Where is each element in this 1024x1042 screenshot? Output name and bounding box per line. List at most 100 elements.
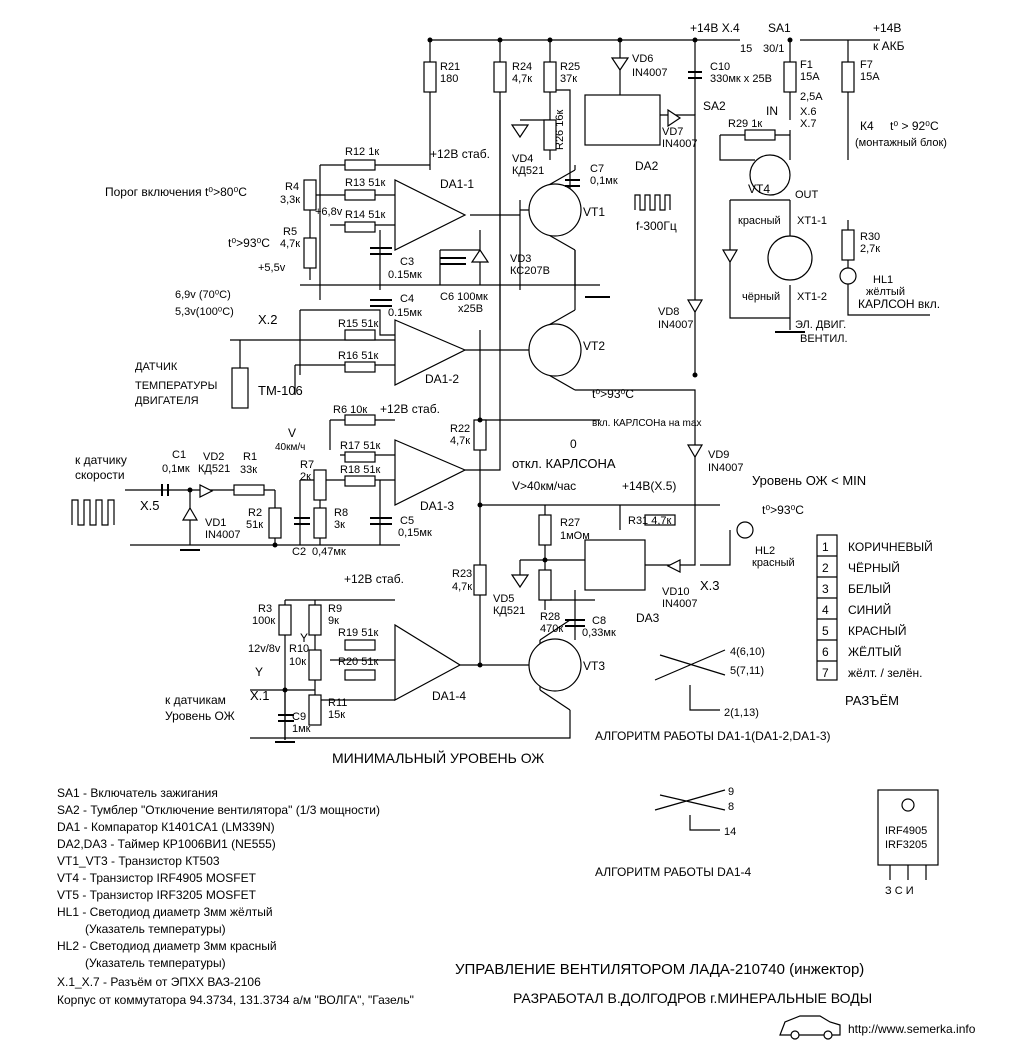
label-vd4-value: КД521 — [512, 165, 544, 177]
legend-line: DA1 - Компаратор К1401СА1 (LM339N) — [57, 820, 275, 834]
label-irf3205: IRF3205 — [885, 839, 927, 851]
label-r8: R8 — [334, 507, 348, 519]
label-c10-value: 330мк х 25В — [710, 73, 772, 85]
label-r18: R18 51к — [340, 464, 380, 476]
legend-line: (Указатель температуры) — [85, 922, 226, 936]
label-da1-1: DA1-1 — [440, 177, 474, 191]
label-r17: R17 51к — [340, 440, 380, 452]
connector-labels: 1 КОРИЧНЕВЫЙ 2 ЧЁРНЫЙ 3 БЕЛЫЙ 4 СИНИЙ 5 … — [822, 539, 933, 680]
label-r11: R11 — [328, 697, 347, 709]
label-c7-value: 0,1мк — [590, 175, 618, 187]
label-t93-c: t⁰>93⁰С — [762, 503, 804, 517]
legend-line: (Указатель температуры) — [85, 956, 226, 970]
legend-line: HL2 - Светодиод диаметр 3мм красный — [57, 939, 277, 953]
label-c6-value: х25В — [458, 303, 483, 315]
label-v40: V — [288, 426, 296, 440]
label-c5-value: 0,15мк — [398, 527, 432, 539]
label-c2-value: 0,47мк — [312, 546, 346, 558]
label-f7: F7 — [860, 59, 873, 71]
label-plus12-stab-3: +12В стаб. — [344, 572, 404, 586]
car-logo — [779, 1015, 841, 1040]
label-r7-value: 2к — [300, 471, 311, 483]
connector-pin-number: 7 — [822, 666, 829, 680]
label-to-level-1: к датчикам — [165, 693, 226, 707]
label-hl2: HL2 — [755, 545, 775, 557]
label-da1-4: DA1-4 — [432, 689, 466, 703]
label-r30: R30 — [860, 231, 880, 243]
label-motor: ЭЛ. ДВИГ. — [795, 319, 846, 331]
label-r10-value: 10к — [289, 656, 306, 668]
label-porog: Порог включения t⁰>80⁰С — [105, 185, 247, 199]
label-x3: Х.3 — [700, 578, 720, 593]
label-x6: Х.6 — [800, 106, 817, 118]
connector-pin-color: ЧЁРНЫЙ — [848, 560, 900, 575]
label-vd10-value: IN4007 — [662, 598, 697, 610]
legend-line: VT4 - Транзистор IRF4905 MOSFET — [57, 871, 257, 885]
label-r4: R4 — [285, 181, 299, 193]
label-karlson-on: КАРЛСОН вкл. — [858, 297, 940, 311]
label-vd9-value: IN4007 — [708, 462, 743, 474]
label-plus12-stab: +12В стаб. — [430, 147, 490, 161]
label-hl1: HL1 — [873, 274, 893, 286]
label-vd9: VD9 — [708, 449, 729, 461]
label-da3: DA3 — [636, 611, 660, 625]
label-vd3-value: КС207В — [510, 265, 550, 277]
connector-pin-color: жёлт. / зелён. — [848, 666, 922, 680]
label-x5: Х.5 — [140, 498, 160, 513]
connector-pin-color: КРАСНЫЙ — [848, 623, 907, 638]
label-vd6: VD6 — [632, 53, 653, 65]
label-k4-temp: t⁰ > 92⁰С — [890, 119, 939, 133]
label-r22-value: 4,7к — [450, 435, 470, 447]
label-min-level: МИНИМАЛЬНЫЙ УРОВЕНЬ ОЖ — [332, 749, 544, 766]
label-mosfet-pins: З С И — [885, 885, 914, 897]
label-vt4: VT4 — [748, 182, 770, 196]
label-razyom: РАЗЪЁМ — [845, 693, 899, 708]
label-algorithm-1: АЛГОРИТМ РАБОТЫ DA1-1(DA1-2,DA1-3) — [595, 729, 831, 743]
components — [161, 57, 857, 743]
label-vd8: VD8 — [658, 306, 679, 318]
label-r24: R24 — [512, 61, 532, 73]
label-da1-2: DA1-2 — [425, 372, 459, 386]
label-r31: R31 4,7к — [628, 515, 672, 527]
label-r6: R6 10к — [333, 404, 367, 416]
label-pin30: 30/1 — [763, 43, 784, 55]
label-f7-value: 15А — [860, 71, 880, 83]
label-r30-value: 2,7к — [860, 243, 880, 255]
label-c3-value: 0.15мк — [388, 269, 422, 281]
label-black: чёрный — [742, 291, 780, 303]
label-vt3: VT3 — [583, 659, 605, 673]
label-r25-value: 37к — [560, 73, 577, 85]
label-hl2-color: красный — [752, 557, 795, 569]
label-algorithm-2: АЛГОРИТМ РАБОТЫ DA1-4 — [595, 865, 751, 879]
label-r8-value: 3к — [334, 519, 345, 531]
label-vd3: VD3 — [510, 253, 531, 265]
legend-line: VT1_VT3 - Транзистор КТ503 — [57, 854, 220, 868]
label-c4: C4 — [400, 293, 414, 305]
label-to-level-2: Уровень ОЖ — [165, 709, 235, 723]
mosfet-package-icon — [877, 789, 939, 880]
label-c8-value: 0,33мк — [582, 627, 616, 639]
label-v53: 5,3v(100⁰С) — [175, 306, 234, 318]
label-c10: C10 — [710, 61, 730, 73]
connector-pin-number: 3 — [822, 582, 829, 596]
connector-pin-number: 5 — [822, 624, 829, 638]
connector-pin-number: 1 — [822, 540, 829, 554]
label-r24-value: 4,7к — [512, 73, 532, 85]
label-c9-value: 1мк — [292, 723, 311, 735]
legend-line: SA2 - Тумблер "Отключение вентилятора" (… — [57, 803, 380, 817]
label-level-min: Уровень ОЖ < MIN — [752, 473, 866, 488]
label-y-2: Y — [255, 665, 263, 679]
legend-line: HL1 - Светодиод диаметр 3мм жёлтый — [57, 905, 273, 919]
label-r3: R3 — [258, 603, 272, 615]
label-alg2-a: 9 — [728, 786, 734, 798]
label-vt2: VT2 — [583, 339, 605, 353]
legend-line: VT5 - Транзистор IRF3205 MOSFET — [57, 888, 257, 902]
label-plus14-akb: +14В — [873, 21, 901, 35]
label-xt1-1: ХТ1-1 — [797, 215, 827, 227]
label-da2: DA2 — [635, 159, 659, 173]
label-f1b: 2,5А — [800, 91, 823, 103]
label-karlson-max: вкл. КАРЛСОНа на max — [592, 418, 701, 429]
label-r21-value: 180 — [440, 73, 458, 85]
label-k4-block: (монтажный блок) — [855, 137, 947, 149]
